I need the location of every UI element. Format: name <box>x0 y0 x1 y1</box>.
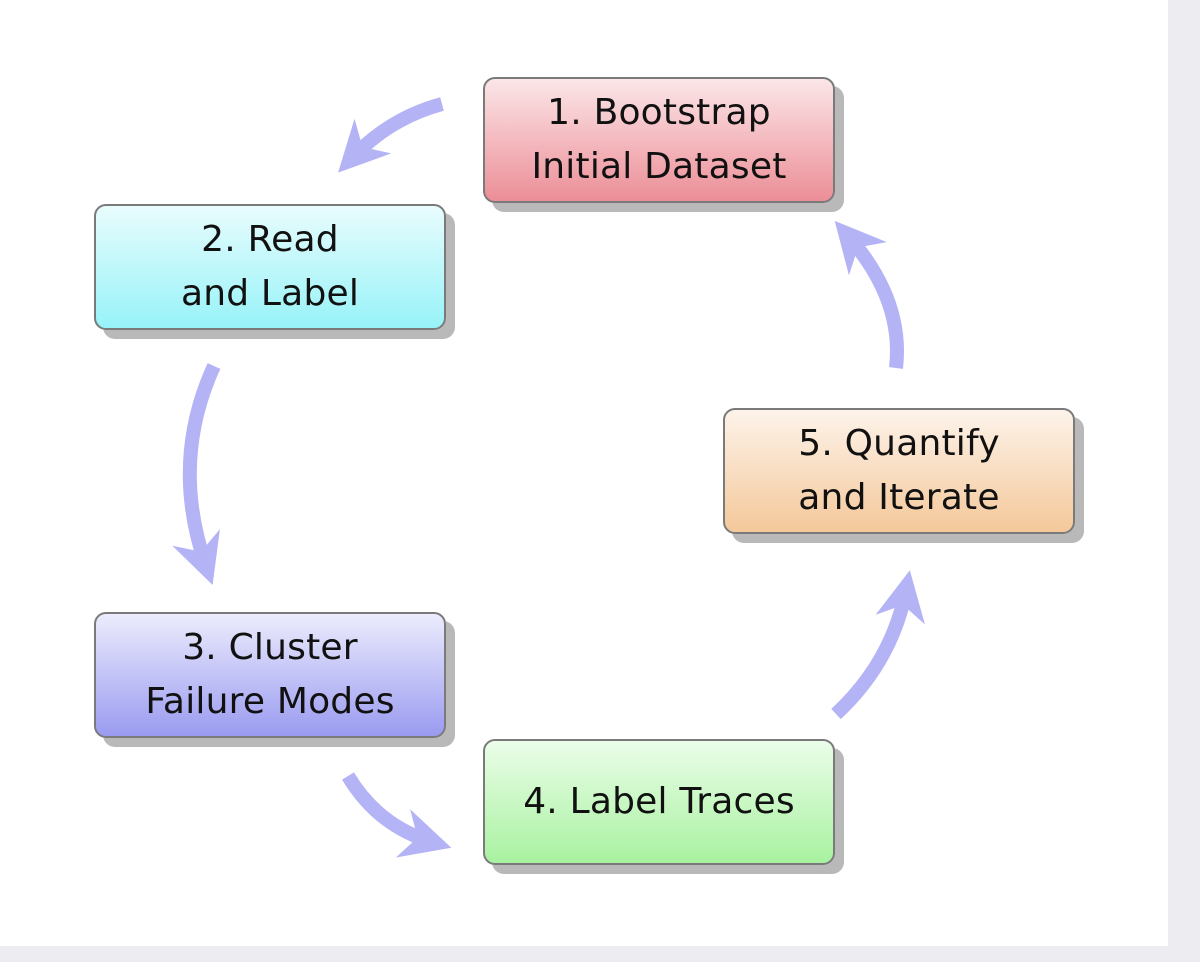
step-5-line-2: and Iterate <box>798 477 1000 518</box>
cycle-arrows <box>172 97 925 858</box>
step-3-line-1: 3. Cluster <box>182 627 358 668</box>
step-4-label-traces: 4. Label Traces <box>483 739 835 865</box>
step-2-read-and-label: 2. Read and Label <box>94 204 446 330</box>
arrow-4-to-5 <box>831 570 925 720</box>
step-3-line-2: Failure Modes <box>145 681 395 722</box>
arrow-2-to-3 <box>172 363 221 586</box>
step-3-cluster-failure-modes: 3. Cluster Failure Modes <box>94 612 446 738</box>
arrow-5-to-1 <box>834 220 904 369</box>
step-5-line-1: 5. Quantify <box>798 423 1000 464</box>
diagram-canvas: 1. Bootstrap Initial Dataset 2. Read and… <box>0 0 1168 946</box>
step-1-line-2: Initial Dataset <box>531 146 787 187</box>
step-1-bootstrap-initial-dataset: 1. Bootstrap Initial Dataset <box>483 77 835 203</box>
arrow-3-to-4 <box>341 772 452 858</box>
step-4-line-1: 4. Label Traces <box>523 781 795 822</box>
step-2-line-1: 2. Read <box>201 219 339 260</box>
step-2-line-2: and Label <box>180 273 360 314</box>
step-1-line-1: 1. Bootstrap <box>547 92 771 133</box>
step-5-quantify-and-iterate: 5. Quantify and Iterate <box>723 408 1075 534</box>
arrow-1-to-2 <box>338 97 444 173</box>
